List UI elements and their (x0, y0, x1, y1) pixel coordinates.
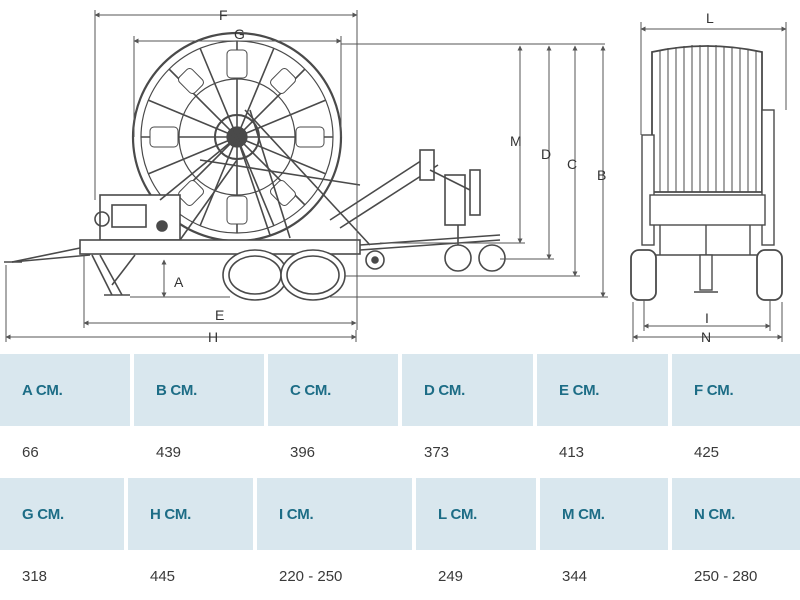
value-F: 425 (694, 443, 720, 461)
header-I: I CM. (279, 505, 314, 523)
value-I: 220 - 250 (279, 567, 343, 585)
header-H: H CM. (150, 505, 191, 523)
drum-ribs (659, 45, 757, 192)
front-view (630, 45, 783, 301)
header-C: C CM. (290, 381, 331, 399)
label-F: F (219, 7, 228, 23)
table-header-cell: C CM. (268, 354, 398, 426)
table-header-cell: H CM. (128, 478, 253, 550)
front-wheel-right (756, 249, 783, 301)
header-D: D CM. (424, 381, 465, 399)
header-E: E CM. (559, 381, 600, 399)
header-M: M CM. (562, 505, 605, 523)
table-header-row-2: G CM. H CM. I CM. L CM. M CM. N CM. (0, 478, 800, 550)
label-M: M (510, 133, 522, 149)
table-header-cell: G CM. (0, 478, 124, 550)
table-header-cell: A CM. (0, 354, 130, 426)
label-L: L (706, 10, 714, 26)
table-header-cell: E CM. (537, 354, 668, 426)
header-N: N CM. (694, 505, 735, 523)
value-L: 249 (438, 567, 464, 585)
value-H: 445 (150, 567, 176, 585)
table-header-cell: M CM. (540, 478, 668, 550)
header-A: A CM. (22, 381, 63, 399)
label-B: B (597, 167, 606, 183)
header-L: L CM. (438, 505, 478, 523)
label-C: C (567, 156, 577, 172)
table-header-cell: L CM. (416, 478, 536, 550)
side-view (4, 31, 506, 301)
value-E: 413 (559, 443, 585, 461)
label-D: D (541, 146, 551, 162)
header-G: G CM. (22, 505, 64, 523)
label-I: I (705, 310, 709, 326)
machine-diagram: F G M D C B A E H L I N (4, 7, 787, 345)
label-H: H (208, 329, 218, 345)
boom-arm (329, 149, 506, 272)
table-header-cell: D CM. (402, 354, 533, 426)
label-N: N (701, 329, 711, 345)
table-header-cell: N CM. (672, 478, 800, 550)
value-C: 396 (290, 443, 316, 461)
value-G: 318 (22, 567, 48, 585)
header-B: B CM. (156, 381, 197, 399)
side-dimensions (5, 10, 608, 342)
table-value-row-2: 318 445 220 - 250 249 344 250 - 280 (0, 550, 800, 600)
label-G: G (234, 26, 245, 42)
front-wheel-left (630, 249, 657, 301)
label-E: E (215, 307, 224, 323)
dimension-labels: F G M D C B A E H L I N (174, 7, 714, 345)
value-A: 66 (22, 443, 39, 461)
table-header-cell: F CM. (672, 354, 800, 426)
side-wheels (222, 249, 346, 301)
value-D: 373 (424, 443, 450, 461)
front-dimensions (632, 22, 787, 342)
technical-drawing: F G M D C B A E H L I N (4, 7, 787, 345)
table-header-cell: B CM. (134, 354, 264, 426)
table-header-cell: I CM. (257, 478, 412, 550)
value-N: 250 - 280 (694, 567, 758, 585)
dimensions-table: A CM. B CM. C CM. D CM. E CM. F CM. 66 4… (0, 354, 800, 600)
value-M: 344 (562, 567, 588, 585)
header-F: F CM. (694, 381, 734, 399)
label-A: A (174, 274, 184, 290)
table-value-row-1: 66 439 396 373 413 425 (0, 426, 800, 478)
table-header-row-1: A CM. B CM. C CM. D CM. E CM. F CM. (0, 354, 800, 426)
chassis (4, 109, 371, 296)
value-B: 439 (156, 443, 182, 461)
